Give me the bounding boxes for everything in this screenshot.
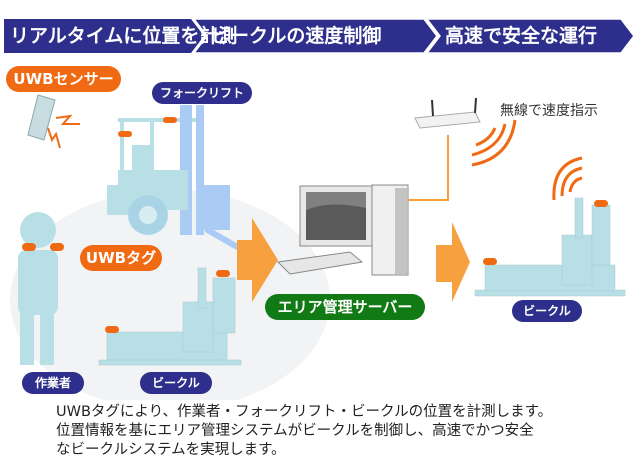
vehicle-right-icon xyxy=(474,197,626,297)
system-illustration xyxy=(10,94,626,400)
wireless-signal-icon xyxy=(471,119,517,167)
wireless-instruction-label: 無線で速度指示 xyxy=(500,103,598,119)
network-cable xyxy=(408,135,449,201)
forklift-icon xyxy=(107,105,240,252)
uwb-tag-label: UWBタグ xyxy=(80,245,162,271)
server-computer-icon xyxy=(276,184,409,276)
banner-arrows xyxy=(4,19,634,53)
uwb-sensor-label: UWBセンサー xyxy=(6,66,121,92)
vehicle-left-icon xyxy=(98,267,242,366)
uwb-sensor-icon xyxy=(27,94,80,149)
process-banner: リアルタイムに位置を計測 ビークルの速度制御 高速で安全な運行 xyxy=(4,19,634,53)
banner-step-3-shape xyxy=(426,19,634,53)
banner-step-1-shape xyxy=(4,19,204,53)
caption-line-3: なビークルシステムを実現します。 xyxy=(56,442,286,458)
vehicle-right-label: ビークル xyxy=(512,300,582,322)
banner-step-2-shape xyxy=(193,19,438,53)
caption-line-1: UWBタグにより、作業者・フォークリフト・ビークルの位置を計測します。 xyxy=(56,404,553,420)
forklift-label: フォークリフト xyxy=(152,82,252,104)
worker-icon xyxy=(18,212,64,365)
flow-arrow-1 xyxy=(237,218,278,302)
description-caption: UWBタグにより、作業者・フォークリフト・ビークルの位置を計測します。 位置情報… xyxy=(56,403,635,460)
banner-step-1: リアルタイムに位置を計測 xyxy=(10,25,238,47)
banner-step-3: 高速で安全な運行 xyxy=(445,25,598,47)
flow-arrow-2 xyxy=(436,222,470,302)
vehicle-left-label: ビークル xyxy=(140,372,212,394)
worker-label: 作業者 xyxy=(22,372,84,394)
area-server-label: エリア管理サーバー xyxy=(265,294,425,320)
caption-line-2: 位置情報を基にエリア管理システムがビークルを制御し、高速でかつ安全 xyxy=(56,423,534,439)
vehicle-signal-icon xyxy=(552,156,583,201)
router-icon xyxy=(414,97,481,129)
banner-step-2: ビークルの速度制御 xyxy=(211,25,382,47)
